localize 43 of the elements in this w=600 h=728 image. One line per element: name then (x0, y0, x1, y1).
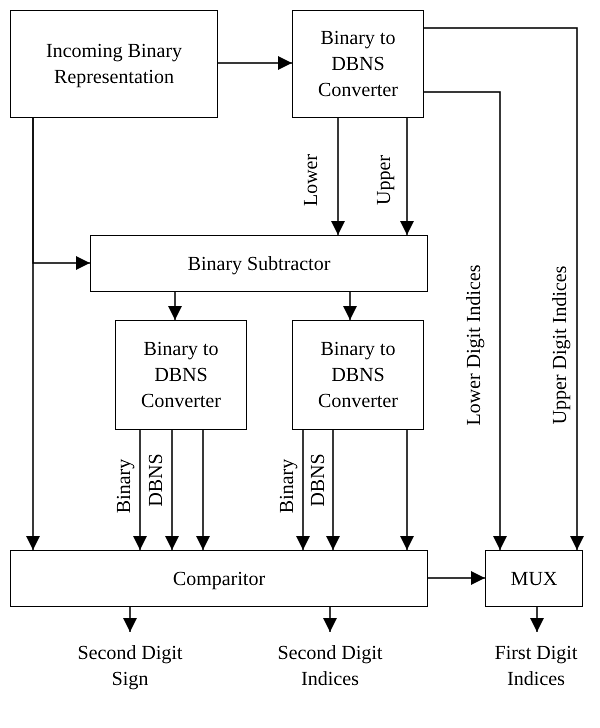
box-label: Binary to DBNS Converter (317, 26, 399, 103)
process-box (90, 235, 428, 292)
box-label: Incoming Binary Representation (44, 39, 184, 90)
edge-label: Binary (277, 458, 297, 514)
arrow (424, 91, 507, 550)
output-label: Second Digit Sign (70, 632, 190, 700)
arrow (133, 430, 147, 550)
arrow (326, 430, 340, 550)
arrow (168, 292, 182, 320)
arrow (331, 118, 345, 235)
arrow (323, 607, 337, 632)
edge-label: DBNS (308, 453, 328, 507)
edge-label: Binary (114, 458, 134, 514)
box-label: Binary to DBNS Converter (317, 337, 399, 414)
edge-label: Lower Digit Indices (464, 264, 484, 426)
edge-label: Lower (301, 154, 321, 206)
arrow (424, 27, 584, 550)
output-label: First Digit Indices (472, 632, 600, 700)
arrow (400, 430, 414, 550)
arrow (218, 56, 292, 70)
arrow (400, 118, 414, 235)
arrow (123, 607, 137, 632)
edge-label: DBNS (146, 453, 166, 507)
process-box (10, 550, 428, 607)
edge-label: Upper Digit Indices (550, 266, 570, 424)
output-label: Second Digit Indices (255, 632, 405, 700)
box-label: Binary Subtractor (186, 252, 332, 276)
arrow (296, 430, 310, 550)
arrow (428, 571, 485, 585)
box-label: MUX (510, 566, 558, 592)
box-label: Comparitor (172, 566, 266, 592)
arrow (343, 292, 357, 320)
process-box (115, 320, 247, 430)
arrow (196, 430, 210, 550)
arrow (26, 118, 40, 550)
process-box (10, 10, 218, 118)
process-box (292, 10, 424, 118)
process-box (485, 550, 583, 607)
process-box (292, 320, 424, 430)
edge-label: Upper (374, 155, 394, 205)
arrow (530, 607, 544, 632)
box-label: Binary to DBNS Converter (140, 337, 222, 414)
arrow (165, 430, 179, 550)
